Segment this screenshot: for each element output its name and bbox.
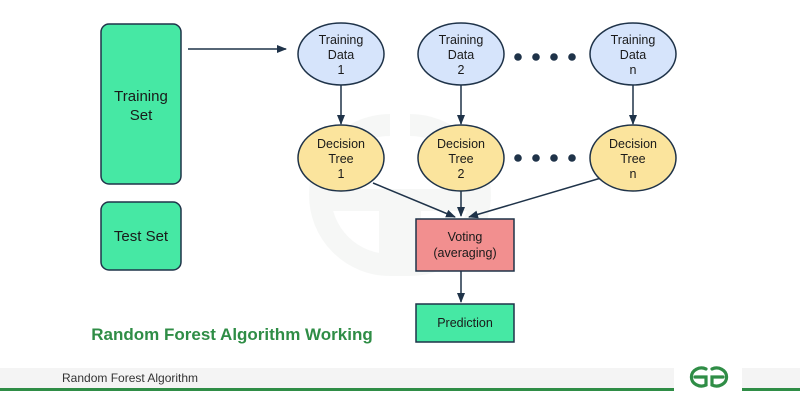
test-set-label: Test Set — [114, 228, 169, 245]
connectors — [188, 45, 637, 303]
training-set-label-line2: Set — [130, 107, 153, 124]
decision-tree-node-1: Decision Tree 1 — [297, 124, 385, 192]
decision-tree-2-line2: Tree — [448, 152, 473, 166]
training-data-1-line3: 1 — [338, 63, 345, 77]
decision-tree-1-line2: Tree — [328, 152, 353, 166]
test-set-box — [100, 201, 182, 271]
decision-tree-1-line1: Decision — [317, 137, 365, 151]
decision-tree-node-2: Decision Tree 2 — [417, 124, 505, 192]
voting-label-line1: Voting — [448, 230, 483, 244]
training-data-2-line1: Training — [439, 33, 484, 47]
decision-tree-node-n: Decision Tree n — [589, 124, 677, 192]
voting-box — [415, 218, 515, 272]
training-data-1-line1: Training — [319, 33, 364, 47]
decision-tree-2-line1: Decision — [437, 137, 485, 151]
training-data-1-line2: Data — [328, 48, 354, 62]
training-data-n-line2: Data — [620, 48, 646, 62]
training-data-2-line2: Data — [448, 48, 474, 62]
ellipsis-dots-trees — [514, 154, 576, 162]
prediction-label: Prediction — [437, 316, 493, 330]
footer-bar — [0, 368, 800, 390]
arrow-treen-to-voting — [468, 177, 602, 219]
ellipsis-dots-data — [514, 53, 576, 61]
decision-tree-n-line3: n — [630, 167, 637, 181]
diagram-title: Random Forest Algorithm Working — [91, 325, 372, 344]
training-data-n-line1: Training — [611, 33, 656, 47]
prediction-box — [415, 303, 515, 343]
decision-tree-2-line3: 2 — [458, 167, 465, 181]
training-data-node-n: Training Data n — [589, 22, 677, 86]
footer-logo-background — [674, 362, 742, 392]
training-data-2-line3: 2 — [458, 63, 465, 77]
training-data-n-line3: n — [630, 63, 637, 77]
voting-label-line2: (averaging) — [433, 246, 496, 260]
footer-divider — [0, 388, 800, 391]
decision-tree-n-line1: Decision — [609, 137, 657, 151]
training-data-node-1: Training Data 1 — [297, 22, 385, 86]
training-set-label-line1: Training — [114, 88, 168, 105]
gfg-logo-icon — [689, 366, 729, 388]
decision-tree-n-line2: Tree — [620, 152, 645, 166]
decision-tree-1-line3: 1 — [338, 167, 345, 181]
footer-caption: Random Forest Algorithm — [62, 371, 199, 385]
training-data-node-2: Training Data 2 — [417, 22, 505, 86]
arrow-tree1-to-voting — [372, 182, 456, 218]
training-set-box — [100, 23, 182, 185]
